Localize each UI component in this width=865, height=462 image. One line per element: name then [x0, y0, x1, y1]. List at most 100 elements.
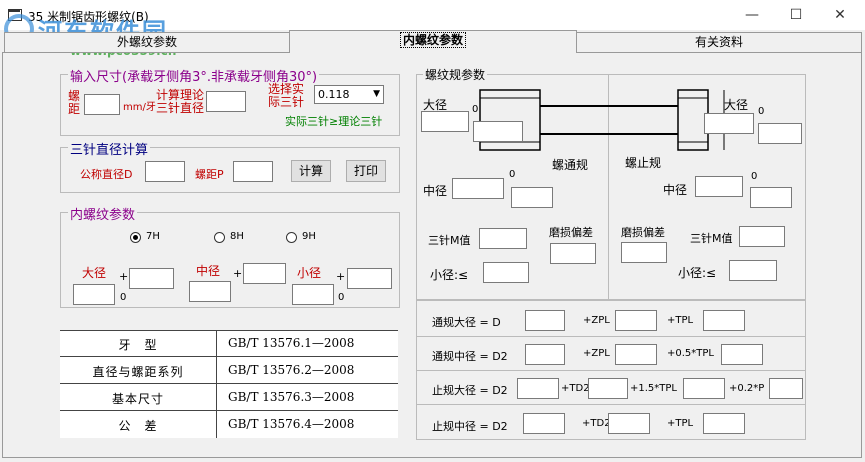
tab-label: 有关资料: [694, 35, 743, 49]
radio-8h-label: 8H: [230, 231, 244, 242]
standard-name: 公 差: [118, 419, 158, 433]
formula-tpl-value: [703, 310, 745, 331]
divider: [576, 52, 862, 53]
formula-term: +TPL: [667, 315, 694, 326]
divider: [416, 404, 806, 405]
go-wire-m-label: 三针M值: [428, 234, 471, 247]
formula-td2-value: [588, 378, 628, 399]
standards-table: 牙 型 GB/T 13576.1—2008 直径与螺距系列 GB/T 13576…: [60, 330, 398, 438]
pitch-p-input[interactable]: [233, 161, 273, 182]
standard-name: 直径与螺距系列: [92, 365, 184, 379]
radio-9h-label: 9H: [302, 231, 316, 242]
maximize-button[interactable]: ☐: [789, 7, 803, 23]
close-button[interactable]: ✕: [834, 7, 846, 23]
nogo-major-label: 大径: [724, 98, 749, 112]
go-minor-value: [483, 262, 529, 283]
theory-wire-output: [206, 91, 246, 112]
formula-term: +TD2: [561, 383, 590, 394]
divider: [216, 330, 217, 438]
tab-external-thread[interactable]: 外螺纹参数: [4, 32, 290, 52]
nogo-wire-m-label: 三针M值: [690, 232, 733, 245]
formula-d2-value: [517, 378, 559, 399]
nogo-wear-label: 磨损偏差: [621, 226, 665, 239]
nominal-diameter-label: 公称直径D: [80, 168, 133, 181]
nogo-minor-value: [729, 260, 777, 281]
go-wear-label: 磨损偏差: [549, 226, 593, 239]
wire-select[interactable]: 0.118 ▼: [314, 85, 384, 104]
go-wire-m-value: [479, 228, 527, 249]
standard-name: 牙 型: [118, 338, 158, 352]
chevron-down-icon: ▼: [373, 89, 380, 99]
tab-reference[interactable]: 有关资料: [576, 32, 862, 52]
table-row: 牙 型 GB/T 13576.1—2008: [60, 330, 398, 357]
formula-label: 通规大径 = D: [432, 316, 501, 329]
wire-select-value: 0.118: [318, 88, 350, 101]
plus-sign: +: [233, 267, 243, 280]
go-wear-value: [550, 243, 596, 264]
minor-dia-lower: 0: [338, 292, 345, 303]
divider: [416, 336, 806, 337]
formula-label: 止规中径 = D2: [432, 420, 508, 433]
major-dia-value: [73, 284, 115, 305]
standard-code: GB/T 13576.4—2008: [228, 417, 355, 431]
major-dia-label: 大径: [82, 266, 107, 280]
formula-zpl-value: [615, 310, 657, 331]
go-minor-label: 小径:≤: [430, 268, 469, 282]
tab-internal-thread[interactable]: 内螺纹参数: [289, 30, 577, 53]
print-button[interactable]: 打印: [346, 160, 386, 182]
nogo-minor-label: 小径:≤: [678, 266, 717, 280]
input-size-title: 输入尺寸(承载牙侧角3°.非承载牙侧角30°): [68, 66, 320, 85]
three-wire-group: [60, 147, 400, 193]
formula-tpl-value: [721, 344, 763, 365]
tab-label: 外螺纹参数: [116, 35, 177, 49]
tab-label: 内螺纹参数: [399, 32, 466, 48]
divider: [60, 330, 398, 331]
table-row: 公 差 GB/T 13576.4—2008: [60, 411, 398, 438]
go-major-upper: 0: [472, 104, 479, 115]
window-title: 35 米制锯齿形螺纹(B): [28, 10, 149, 24]
pitch-dia-upper: [243, 263, 286, 284]
minor-dia-upper: [347, 268, 392, 289]
standard-code: GB/T 13576.1—2008: [228, 336, 355, 350]
internal-thread-title: 内螺纹参数: [68, 204, 138, 223]
wire-note: 实际三针≥理论三针: [285, 115, 383, 128]
formula-label: 通规中径 = D2: [432, 350, 508, 363]
formula-zpl-value: [615, 344, 657, 365]
minor-dia-label: 小径: [297, 266, 322, 280]
divider: [2, 52, 290, 53]
minimize-button[interactable]: —: [745, 7, 759, 23]
formula-p-value: [769, 378, 803, 399]
nogo-major-value: [704, 113, 754, 134]
actual-wire-label: 选择实际三针: [268, 82, 305, 109]
minor-dia-value: [292, 284, 334, 305]
nogo-major-upper: 0: [758, 106, 765, 117]
nogo-pitch-value: [695, 176, 743, 197]
formula-term: +0.2*P: [729, 383, 765, 394]
major-dia-lower: 0: [120, 292, 127, 303]
table-row: 基本尺寸 GB/T 13576.3—2008: [60, 384, 398, 411]
divider: [608, 74, 609, 300]
radio-7h-label: 7H: [146, 231, 160, 242]
radio-8h[interactable]: [214, 232, 225, 243]
table-row: 直径与螺距系列 GB/T 13576.2—2008: [60, 357, 398, 384]
nominal-diameter-input[interactable]: [145, 161, 185, 182]
calculate-button[interactable]: 计算: [291, 160, 331, 182]
formula-td2-value: [608, 413, 650, 434]
formula-tpl-value: [703, 413, 745, 434]
formula-d-value: [525, 310, 565, 331]
plus-sign: +: [336, 270, 346, 283]
go-major-value: [421, 111, 469, 132]
formula-term: +1.5*TPL: [630, 383, 677, 394]
formula-term: +0.5*TPL: [667, 348, 714, 359]
go-pitch-upper: 0: [509, 169, 516, 180]
go-gauge-label: 螺通规: [552, 158, 589, 172]
pitch-input[interactable]: [84, 94, 120, 115]
nogo-gauge-label: 螺止规: [625, 156, 662, 170]
three-wire-title: 三针直径计算: [68, 139, 151, 158]
nogo-wear-value: [621, 242, 667, 263]
radio-9h[interactable]: [286, 232, 297, 243]
formula-term: +ZPL: [583, 348, 610, 359]
nogo-wire-m-value: [739, 226, 785, 247]
title-bar: [0, 0, 865, 30]
radio-7h[interactable]: [130, 232, 141, 243]
